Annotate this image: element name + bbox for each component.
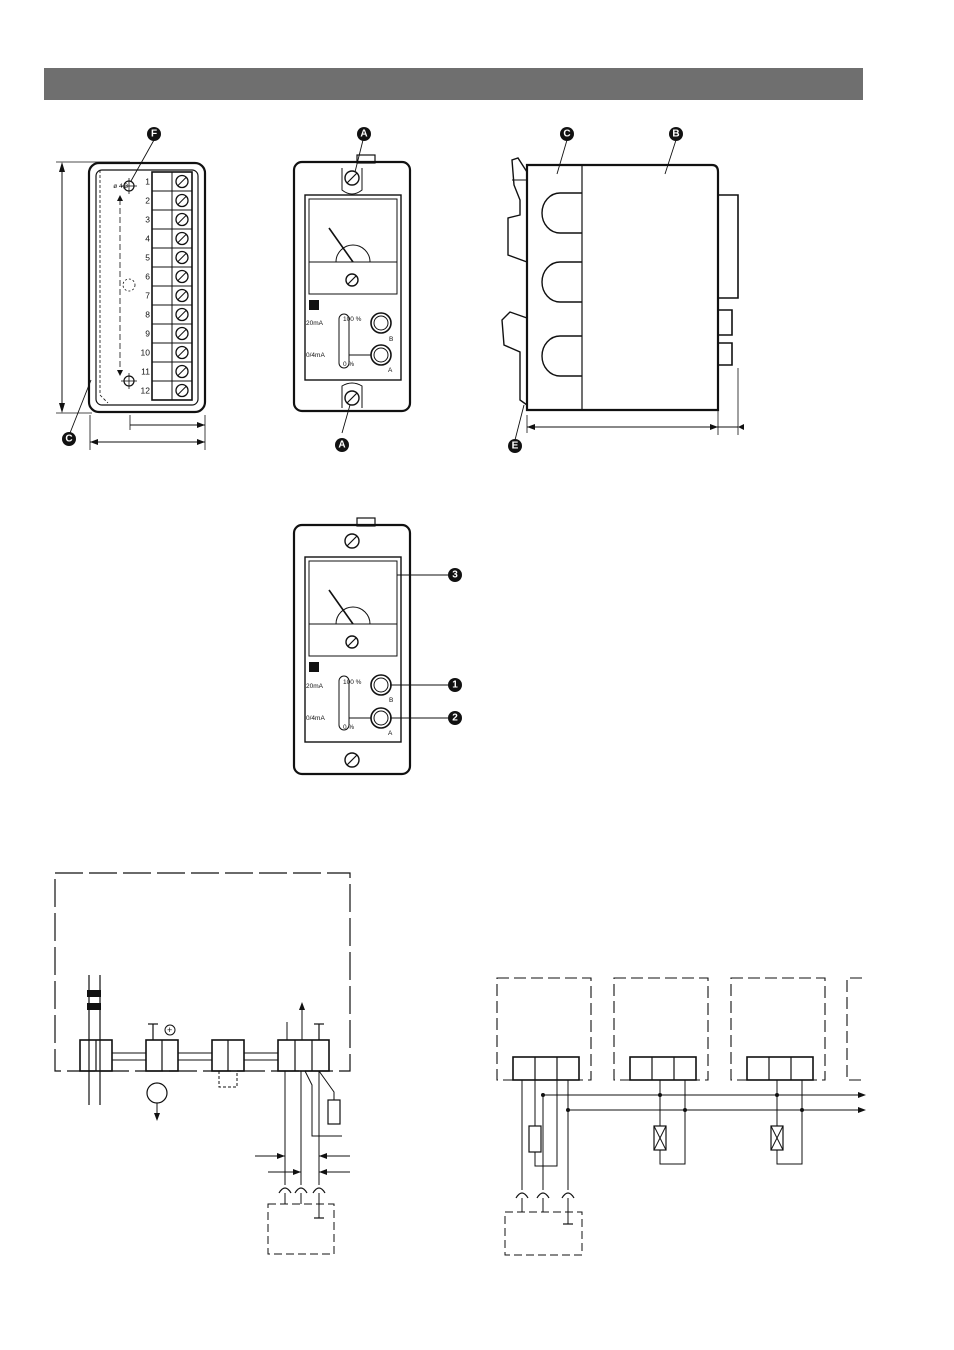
screw-slot bbox=[177, 310, 187, 319]
svg-text:F: F bbox=[151, 129, 157, 140]
label-20ma-mid: 20mA bbox=[306, 683, 324, 690]
button-a-label-top: A bbox=[388, 367, 393, 374]
svg-text:C: C bbox=[563, 129, 570, 140]
terminal-screw bbox=[175, 364, 189, 379]
terminal-screw bbox=[175, 326, 189, 341]
callout-A-top: A bbox=[357, 127, 371, 141]
svg-text:C: C bbox=[65, 434, 72, 445]
screw-slot bbox=[177, 234, 187, 243]
terminal-screw bbox=[175, 193, 189, 208]
screw-slot bbox=[177, 348, 187, 357]
terminal-screw bbox=[175, 307, 189, 322]
callout-E: E bbox=[508, 439, 522, 453]
callout-B-side: B bbox=[669, 127, 683, 141]
terminal-side-view bbox=[56, 139, 207, 450]
terminal-screw bbox=[175, 212, 189, 227]
callout-C-side: C bbox=[560, 127, 574, 141]
front-view-middle bbox=[292, 517, 448, 776]
callout-F: F bbox=[147, 127, 161, 141]
screw-slot bbox=[177, 329, 187, 338]
label-20ma-top: 20mA bbox=[306, 320, 324, 327]
terminal-number: 9 bbox=[145, 329, 150, 339]
button-b-label-top: B bbox=[389, 336, 393, 343]
plus-symbol: + bbox=[167, 1025, 172, 1035]
terminal-screw bbox=[175, 345, 189, 360]
label-04ma-mid: 0/4mA bbox=[306, 715, 325, 722]
wiring-diagram-left bbox=[54, 872, 351, 1255]
label-100-top: 100 % bbox=[343, 316, 362, 323]
svg-text:3: 3 bbox=[452, 570, 458, 581]
terminal-number: 11 bbox=[141, 367, 150, 377]
section-header-bar bbox=[44, 68, 863, 100]
terminal-number: 4 bbox=[145, 234, 150, 244]
svg-text:2: 2 bbox=[452, 713, 458, 724]
screw-slot bbox=[177, 367, 187, 376]
hole-diameter-label: ø 4,3 bbox=[113, 183, 128, 190]
terminal-number: 1 bbox=[145, 177, 150, 187]
terminal-screws bbox=[152, 174, 192, 398]
callout-C-left: C bbox=[62, 432, 76, 446]
label-0-top: 0 % bbox=[343, 361, 354, 368]
svg-text:A: A bbox=[360, 129, 367, 140]
callout-2: 2 bbox=[448, 711, 462, 725]
terminal-screw bbox=[175, 269, 189, 284]
svg-text:B: B bbox=[672, 129, 679, 140]
screw-slot bbox=[177, 177, 187, 186]
terminal-number: 7 bbox=[145, 291, 150, 301]
svg-text:A: A bbox=[338, 440, 345, 451]
screw-slot bbox=[177, 196, 187, 205]
terminal-number: 10 bbox=[141, 348, 151, 358]
terminal-screw bbox=[175, 250, 189, 265]
svg-text:E: E bbox=[512, 441, 519, 452]
label-100-mid: 100 % bbox=[343, 679, 362, 686]
callout-A-bottom: A bbox=[335, 438, 349, 452]
screw-slot bbox=[177, 291, 187, 300]
terminal-screw bbox=[175, 288, 189, 303]
front-top-screws bbox=[309, 139, 392, 434]
terminal-number: 12 bbox=[141, 386, 151, 396]
terminal-number: 3 bbox=[145, 215, 150, 225]
button-b-label-mid: B bbox=[389, 697, 393, 704]
terminal-number: 8 bbox=[145, 310, 150, 320]
terminal-screw bbox=[175, 174, 189, 189]
screw-slot bbox=[177, 272, 187, 281]
button-a-label-mid: A bbox=[388, 730, 393, 737]
terminal-screw bbox=[175, 231, 189, 246]
label-0-mid: 0 % bbox=[343, 724, 354, 731]
terminal-number: 5 bbox=[145, 253, 150, 263]
front-view-top bbox=[292, 154, 412, 413]
callout-1: 1 bbox=[448, 678, 462, 692]
screw-slot bbox=[177, 215, 187, 224]
front-middle-screws bbox=[309, 533, 392, 768]
terminal-number: 2 bbox=[145, 196, 150, 206]
screw-slot bbox=[177, 253, 187, 262]
callout-3: 3 bbox=[448, 568, 462, 582]
label-04ma-top: 0/4mA bbox=[306, 352, 325, 359]
wiring-diagram-right bbox=[496, 977, 866, 1256]
terminal-screw bbox=[175, 383, 189, 398]
screw-slot bbox=[177, 386, 187, 395]
terminal-number: 6 bbox=[145, 272, 150, 282]
svg-text:1: 1 bbox=[452, 680, 458, 691]
side-profile-view bbox=[501, 139, 744, 441]
